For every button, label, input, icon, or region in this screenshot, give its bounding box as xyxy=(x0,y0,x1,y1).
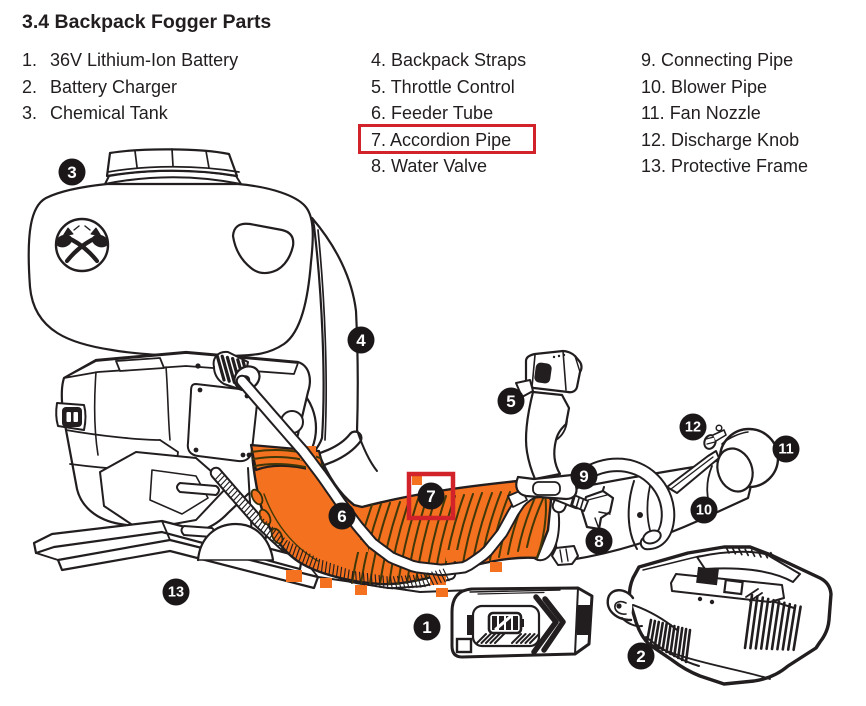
svg-text:12: 12 xyxy=(685,420,701,436)
svg-text:11: 11 xyxy=(778,442,793,458)
svg-text:6: 6 xyxy=(337,507,346,526)
svg-text:10: 10 xyxy=(696,503,712,519)
svg-text:4: 4 xyxy=(356,331,366,350)
svg-text:1: 1 xyxy=(422,618,431,637)
svg-text:9: 9 xyxy=(579,467,588,486)
svg-text:3: 3 xyxy=(67,163,76,182)
svg-text:7: 7 xyxy=(426,487,435,506)
svg-text:5: 5 xyxy=(506,392,515,411)
svg-text:2: 2 xyxy=(636,647,645,666)
svg-text:13: 13 xyxy=(168,585,184,601)
svg-text:8: 8 xyxy=(594,532,603,551)
